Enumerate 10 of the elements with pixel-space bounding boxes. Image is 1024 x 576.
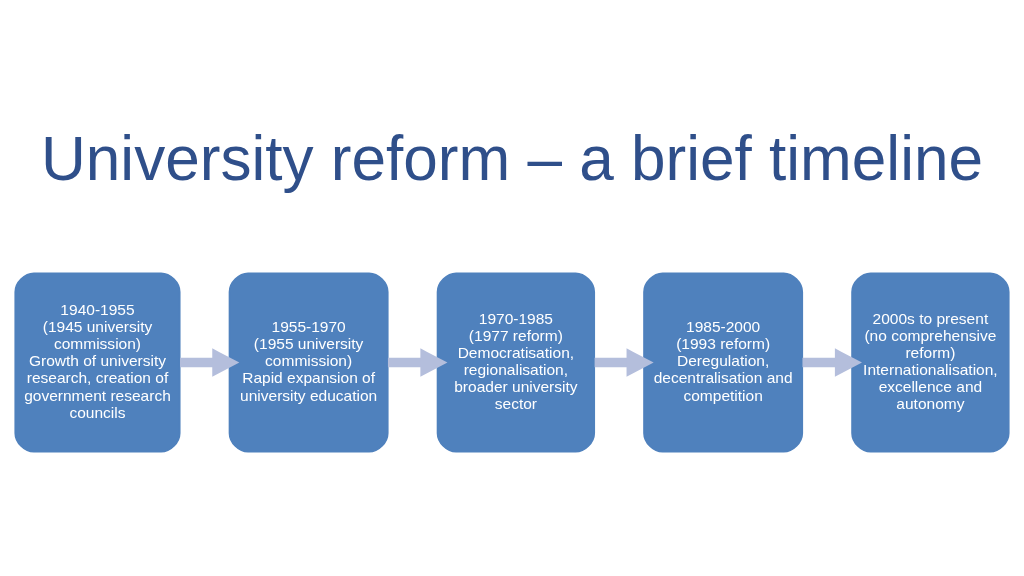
node-box: 1985-2000 (1993 reform) Deregulation, decentralisation and competition — [643, 272, 804, 453]
node-box: 1970-1985 (1977 reform) Democratisation, regionalisation, broader university sector — [436, 272, 596, 453]
node-box: 1955-1970 (1955 university commission) Rapid expansion of university education — [228, 272, 389, 453]
diagram-title: University reform – a brief timeline — [40, 124, 984, 194]
arrow — [180, 348, 240, 377]
arrow — [387, 348, 448, 377]
node-box: 1940-1955 (1945 university commission) Growth of university research, creation of government research councils — [14, 272, 181, 453]
arrow — [802, 348, 862, 377]
node-box: 2000s to present (no comprehensive reform) Internationalisation, excellence and autonomy — [851, 272, 1010, 453]
arrow — [594, 348, 654, 377]
